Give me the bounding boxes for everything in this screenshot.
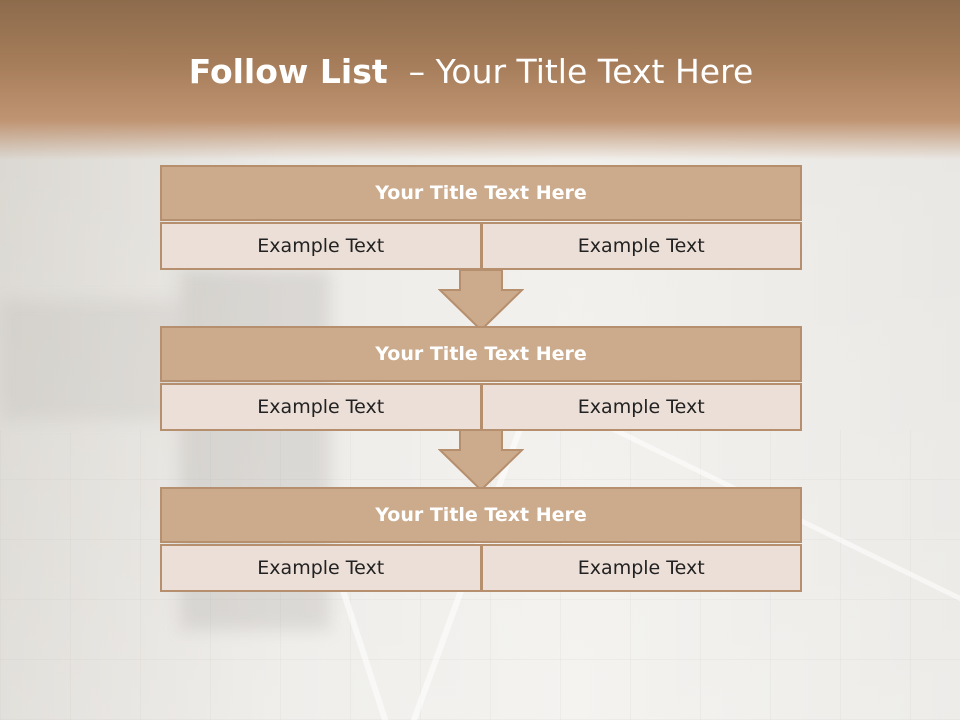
slide-title: Follow List – Your Title Text Here bbox=[0, 52, 942, 91]
step-cell-left: Example Text bbox=[160, 544, 482, 592]
step-block-2: Your Title Text Here Example Text Exampl… bbox=[160, 326, 802, 431]
step-cell-left: Example Text bbox=[160, 222, 482, 270]
step-cell-right: Example Text bbox=[481, 222, 802, 270]
step-row: Example Text Example Text bbox=[160, 544, 802, 592]
step-row: Example Text Example Text bbox=[160, 222, 802, 270]
step-title: Your Title Text Here bbox=[160, 487, 802, 543]
step-cell-right: Example Text bbox=[481, 383, 802, 431]
step-title: Your Title Text Here bbox=[160, 326, 802, 382]
step-row: Example Text Example Text bbox=[160, 383, 802, 431]
slide-title-rest: – Your Title Text Here bbox=[387, 52, 754, 91]
step-title: Your Title Text Here bbox=[160, 165, 802, 221]
slide-title-bold: Follow List bbox=[188, 52, 388, 91]
step-block-1: Your Title Text Here Example Text Exampl… bbox=[160, 165, 802, 270]
title-band bbox=[0, 0, 960, 160]
step-cell-right: Example Text bbox=[481, 544, 802, 592]
step-cell-left: Example Text bbox=[160, 383, 482, 431]
down-arrow-icon bbox=[438, 270, 524, 332]
step-block-3: Your Title Text Here Example Text Exampl… bbox=[160, 487, 802, 592]
blurred-railing bbox=[0, 300, 180, 420]
down-arrow-icon bbox=[438, 430, 524, 492]
